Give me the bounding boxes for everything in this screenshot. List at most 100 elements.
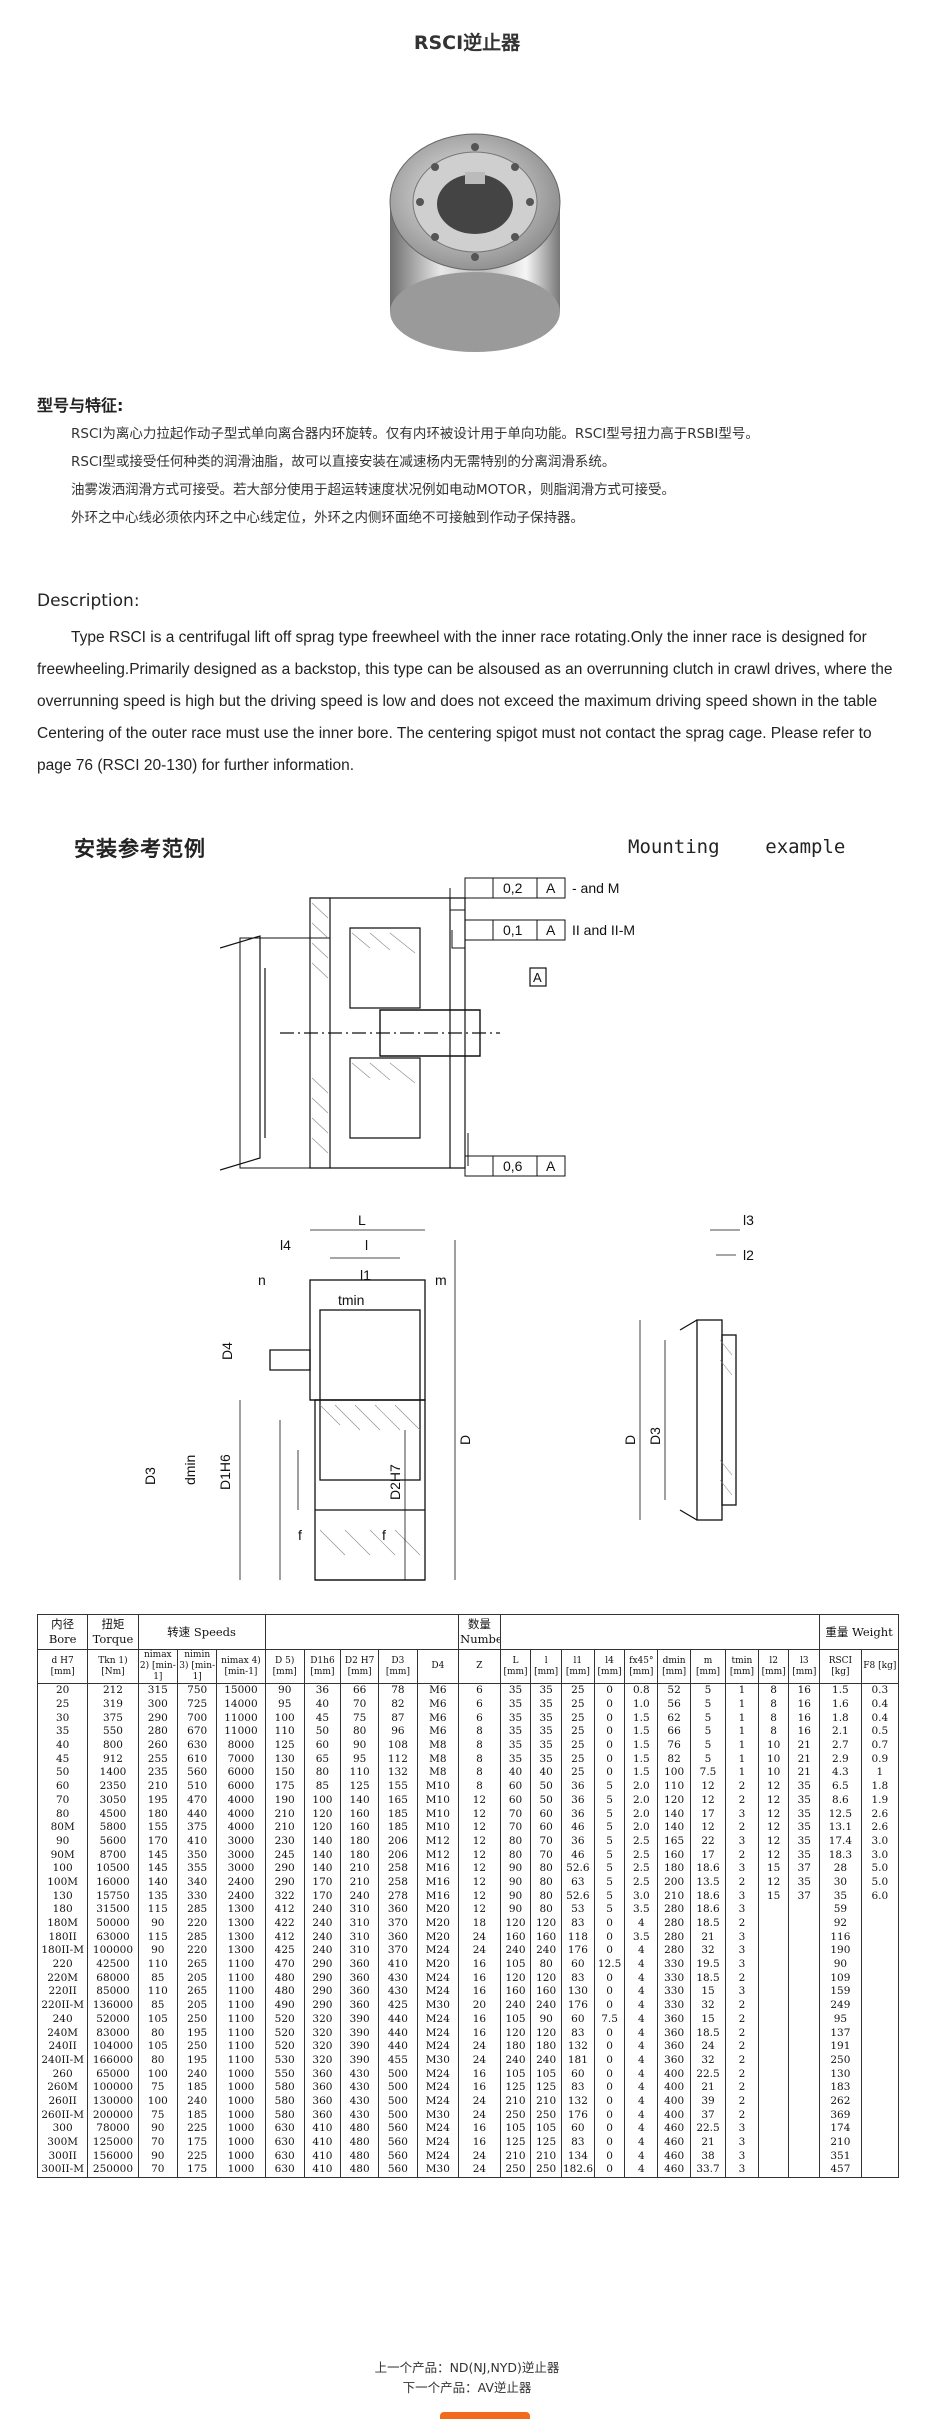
table-cell: 3 bbox=[725, 1930, 759, 1945]
table-cell: 610 bbox=[176, 1752, 218, 1767]
table-cell: M30 bbox=[416, 2108, 460, 2122]
table-cell: 5 bbox=[593, 1807, 626, 1821]
table-cell: 75 bbox=[137, 2080, 179, 2095]
group-header-empty bbox=[499, 1614, 821, 1650]
table-cell: 176 bbox=[560, 1998, 595, 2013]
table-cell: 315 bbox=[137, 1683, 179, 1698]
table-cell bbox=[860, 2012, 900, 2027]
table-cell: 360 bbox=[657, 2012, 692, 2027]
table-cell: 480 bbox=[264, 1985, 305, 1999]
table-cell: 75 bbox=[339, 1711, 380, 1726]
table-cell: 0 bbox=[593, 2149, 626, 2164]
table-cell: 410 bbox=[378, 1957, 418, 1972]
table-cell: 38 bbox=[690, 2149, 727, 2164]
table-cell: 25 bbox=[560, 1725, 595, 1739]
next-product-link[interactable]: AV逆止器 bbox=[477, 2380, 532, 2395]
table-cell: 170 bbox=[137, 1834, 179, 1849]
table-cell: 550 bbox=[264, 2067, 305, 2081]
table-cell: 30 bbox=[36, 1711, 89, 1726]
table-cell: 108 bbox=[378, 1738, 418, 1753]
table-cell bbox=[860, 1957, 900, 1972]
table-cell bbox=[788, 2026, 821, 2040]
table-cell: 220 bbox=[36, 1957, 89, 1972]
table-cell bbox=[788, 1903, 821, 1917]
table-cell: 110 bbox=[339, 1766, 380, 1780]
table-cell: 412 bbox=[264, 1903, 305, 1917]
table-cell: 15750 bbox=[87, 1889, 139, 1903]
table-cell: 410 bbox=[303, 2122, 341, 2136]
table-cell: 360 bbox=[657, 2053, 692, 2068]
table-cell: 105 bbox=[499, 1957, 532, 1972]
table-cell: M30 bbox=[416, 2163, 460, 2178]
table-cell: 63 bbox=[560, 1875, 595, 1890]
table-cell: 50000 bbox=[87, 1916, 139, 1931]
table-cell: 440 bbox=[176, 1807, 218, 1821]
table-cell: 5 bbox=[593, 1793, 626, 1808]
table-cell: 410 bbox=[303, 2163, 341, 2178]
table-cell: 39 bbox=[690, 2094, 727, 2109]
table-cell: 190 bbox=[819, 1944, 862, 1958]
table-cell: 1300 bbox=[216, 1903, 266, 1917]
column-header: l2 [mm] bbox=[757, 1649, 790, 1684]
table-cell: M10 bbox=[416, 1793, 460, 1808]
table-cell: 32 bbox=[690, 1944, 727, 1958]
table-cell: 3 bbox=[725, 1903, 759, 1917]
table-cell: 24 bbox=[458, 2163, 501, 2178]
table-cell: 360 bbox=[339, 1998, 380, 2013]
table-cell: 17.4 bbox=[819, 1834, 862, 1849]
table-cell: 35 bbox=[36, 1725, 89, 1739]
table-cell: 125000 bbox=[87, 2135, 139, 2150]
table-cell: 530 bbox=[264, 2053, 305, 2068]
table-cell: 21 bbox=[690, 2080, 727, 2095]
table-cell: 4 bbox=[624, 1971, 659, 1986]
table-cell bbox=[757, 2108, 790, 2122]
table-cell: 181 bbox=[560, 2053, 595, 2068]
table-cell: 210 bbox=[339, 1861, 380, 1876]
table-cell: 3.5 bbox=[624, 1930, 659, 1945]
table-cell: 210 bbox=[657, 1889, 692, 1903]
table-cell: 120 bbox=[657, 1793, 692, 1808]
table-cell: 18.5 bbox=[690, 2026, 727, 2040]
table-cell: 70 bbox=[339, 1697, 380, 1712]
table-cell: 16 bbox=[458, 1957, 501, 1972]
table-cell: 670 bbox=[176, 1725, 218, 1739]
table-cell: 191 bbox=[819, 2039, 862, 2054]
table-cell: 110 bbox=[137, 1985, 179, 1999]
table-cell: 4 bbox=[624, 2149, 659, 2164]
table-cell: 290 bbox=[303, 1985, 341, 1999]
table-cell: 240 bbox=[530, 2053, 562, 2068]
tolerance-ref: A bbox=[546, 922, 556, 938]
table-cell: 12 bbox=[757, 1834, 790, 1849]
table-cell: 83 bbox=[560, 2026, 595, 2040]
table-cell: 160 bbox=[339, 1807, 380, 1821]
table-cell: 3 bbox=[725, 1889, 759, 1903]
table-cell: 240 bbox=[303, 1903, 341, 1917]
table-cell: 375 bbox=[176, 1820, 218, 1835]
scroll-top-button[interactable] bbox=[440, 2412, 530, 2419]
dim-tmin: tmin bbox=[338, 1292, 364, 1308]
table-cell: 480 bbox=[264, 1971, 305, 1986]
table-cell: 66 bbox=[339, 1683, 380, 1698]
table-cell: 120 bbox=[499, 1916, 532, 1931]
group-header: 内径 Bore bbox=[36, 1614, 89, 1650]
table-cell: 0 bbox=[593, 1752, 626, 1767]
table-cell: 1.8 bbox=[819, 1711, 862, 1726]
tolerance-value: 0,6 bbox=[503, 1158, 523, 1174]
prev-product-link[interactable]: ND(NJ,NYD)逆止器 bbox=[449, 2360, 560, 2375]
table-cell: 15 bbox=[757, 1889, 790, 1903]
table-cell: 36 bbox=[560, 1793, 595, 1808]
table-cell: 330 bbox=[657, 1998, 692, 2013]
table-cell: 125 bbox=[499, 2080, 532, 2095]
table-cell: 160 bbox=[499, 1930, 532, 1945]
table-cell bbox=[788, 1985, 821, 1999]
tolerance-value: 0,1 bbox=[503, 922, 523, 938]
table-cell: 80 bbox=[530, 1903, 562, 1917]
table-cell: 1300 bbox=[216, 1944, 266, 1958]
table-cell: 8000 bbox=[216, 1738, 266, 1753]
table-cell: 83 bbox=[560, 1971, 595, 1986]
